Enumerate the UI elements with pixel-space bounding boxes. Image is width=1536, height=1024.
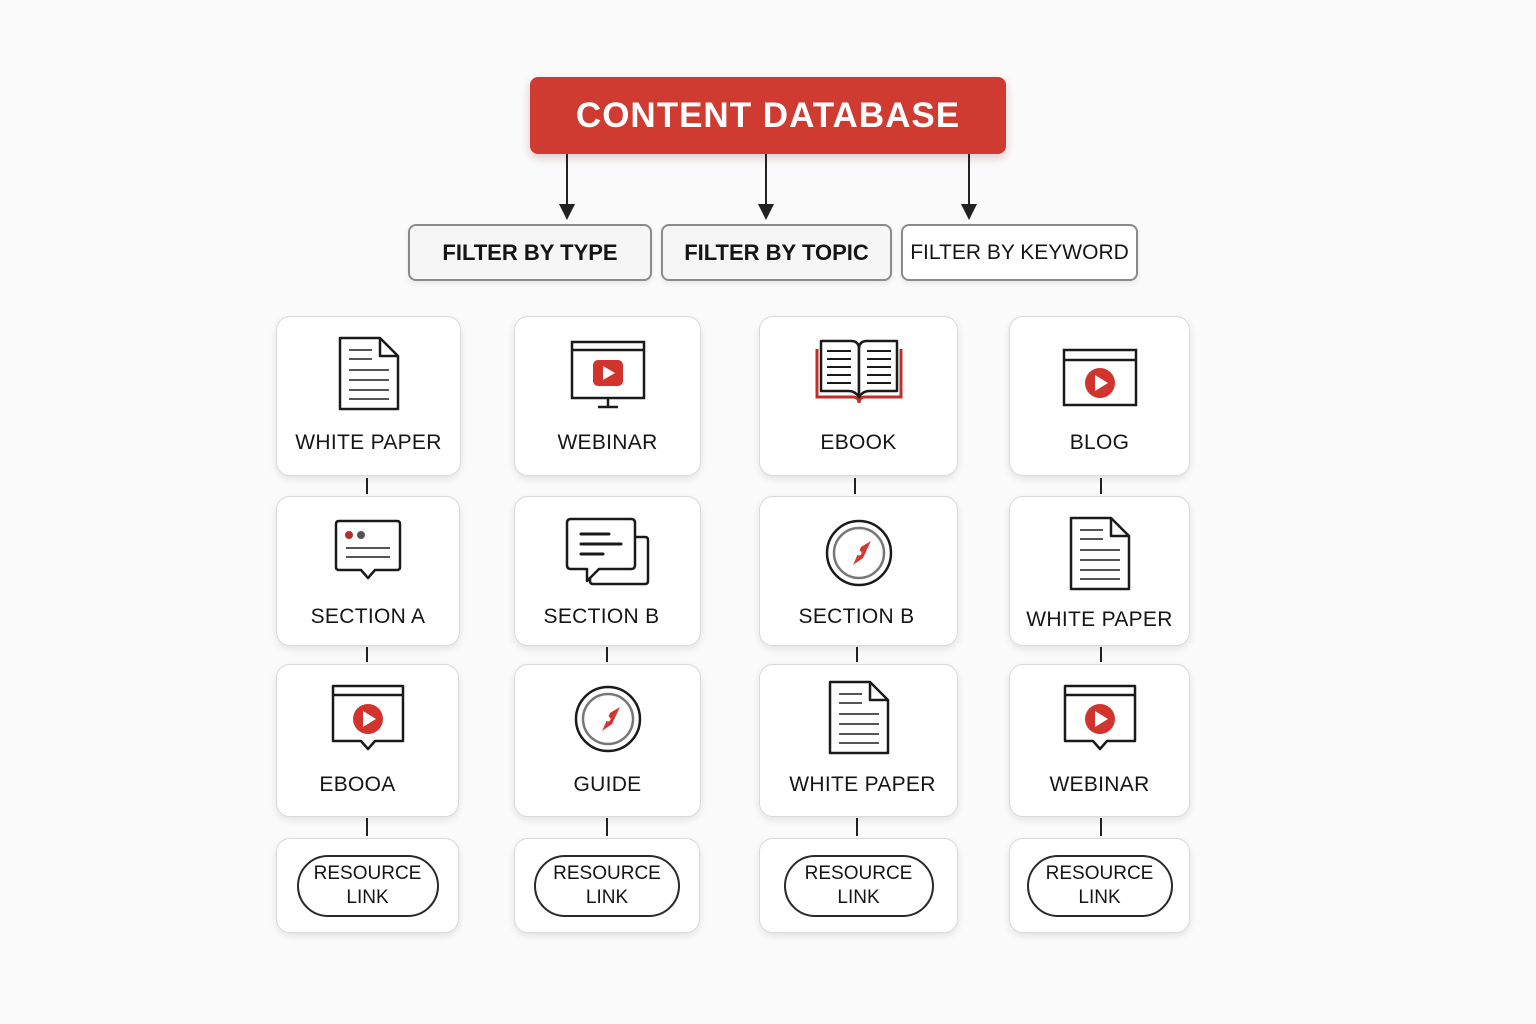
card-section-a[interactable]: SECTION A [276, 496, 460, 646]
resource-link-label-line1: RESOURCE [313, 862, 422, 884]
filter-by-type-button[interactable]: FILTER BY TYPE [408, 224, 652, 281]
monitor-play-icon [515, 335, 700, 411]
resource-link-label-line2: LINK [585, 886, 629, 908]
card-section-b[interactable]: SECTION B [759, 496, 958, 646]
card-label: EBOOK [820, 431, 897, 454]
content-database-header: CONTENT DATABASE [530, 77, 1006, 154]
chat-bubble-icon [277, 517, 459, 581]
resource-link-button[interactable]: RESOURCE LINK [534, 854, 680, 917]
video-player-icon [1010, 683, 1189, 753]
filter-by-keyword-button[interactable]: FILTER BY KEYWORD [901, 224, 1138, 281]
resource-link-label-line2: LINK [1078, 886, 1121, 908]
card-label: WHITE PAPER [1026, 608, 1173, 631]
document-icon [760, 679, 957, 757]
card-webinar[interactable]: WEBINAR [514, 316, 701, 476]
compass-icon [760, 517, 957, 589]
card-resource-link: RESOURCE LINK [1009, 838, 1190, 933]
video-player-icon [277, 683, 458, 753]
card-resource-link: RESOURCE LINK [759, 838, 958, 933]
resource-link-label-line1: RESOURCE [804, 862, 913, 884]
card-guide[interactable]: GUIDE [514, 664, 701, 817]
card-white-paper[interactable]: WHITE PAPER [276, 316, 461, 476]
filter-by-keyword-label: FILTER BY KEYWORD [910, 240, 1129, 264]
card-ebook[interactable]: EBOOK [759, 316, 958, 476]
resource-link-label-line2: LINK [837, 886, 880, 908]
card-label: BLOG [1069, 431, 1130, 454]
card-label: EBOOA [319, 773, 396, 796]
filter-by-type-label: FILTER BY TYPE [442, 239, 618, 265]
card-white-paper[interactable]: WHITE PAPER [1009, 496, 1190, 646]
card-label: SECTION B [543, 605, 660, 628]
resource-link-button[interactable]: RESOURCE LINK [1026, 854, 1173, 917]
filter-by-topic-label: FILTER BY TOPIC [684, 239, 869, 265]
document-icon [1010, 515, 1189, 593]
card-label: WEBINAR [557, 431, 658, 454]
card-label: WHITE PAPER [295, 431, 442, 454]
resource-link-label-line1: RESOURCE [553, 862, 661, 884]
card-label: SECTION A [310, 605, 426, 628]
resource-link-button[interactable]: RESOURCE LINK [296, 854, 439, 917]
document-icon [277, 335, 460, 413]
chat-bubbles-icon [515, 517, 700, 589]
resource-link-label-line2: LINK [346, 886, 389, 908]
card-resource-link: RESOURCE LINK [514, 838, 700, 933]
card-label: WHITE PAPER [789, 773, 936, 796]
card-section-b[interactable]: SECTION B [514, 496, 701, 646]
page-title: CONTENT DATABASE [575, 95, 961, 135]
card-resource-link: RESOURCE LINK [276, 838, 459, 933]
card-white-paper[interactable]: WHITE PAPER [759, 664, 958, 817]
card-ebooa[interactable]: EBOOA [276, 664, 459, 817]
card-blog[interactable]: BLOG [1009, 316, 1190, 476]
card-label: GUIDE [573, 773, 642, 796]
card-label: WEBINAR [1049, 773, 1150, 796]
card-webinar[interactable]: WEBINAR [1009, 664, 1190, 817]
filter-by-topic-button[interactable]: FILTER BY TOPIC [661, 224, 892, 281]
resource-link-button[interactable]: RESOURCE LINK [783, 854, 934, 917]
compass-icon [515, 683, 700, 755]
open-book-icon [760, 335, 957, 407]
card-label: SECTION B [798, 605, 915, 628]
resource-link-label-line1: RESOURCE [1045, 862, 1154, 884]
browser-play-icon [1010, 347, 1189, 409]
